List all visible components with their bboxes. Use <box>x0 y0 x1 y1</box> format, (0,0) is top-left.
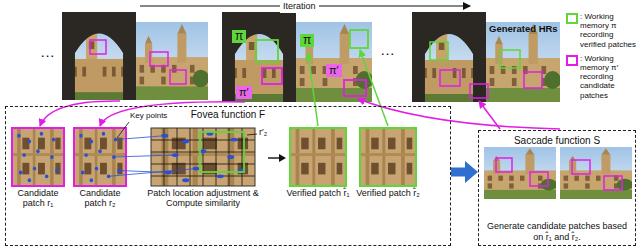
saccade-images <box>572 160 590 174</box>
grid-image <box>151 128 255 186</box>
annotation: r′₂ <box>259 128 267 138</box>
node-body: Generate candidate patches based on r̂₁ … <box>483 219 631 242</box>
matching-lines <box>116 136 165 140</box>
generated-hr-pair <box>486 22 561 102</box>
memory-tag: π′ <box>236 86 252 99</box>
axis-label: Iteration <box>280 0 319 13</box>
candidate-patch-image <box>12 128 64 186</box>
saccade-images <box>560 147 633 199</box>
photo-pair <box>262 68 282 84</box>
grid-image <box>151 128 255 186</box>
legend-swatch <box>566 13 578 24</box>
legend-text: : Working memory π recording verified pa… <box>580 12 638 49</box>
connector <box>268 154 286 162</box>
node-text: Candidate patch r₁ <box>8 188 68 209</box>
arrow-head <box>465 161 478 183</box>
generated-hr-pair <box>412 12 486 102</box>
memory-arrows <box>358 99 560 129</box>
photo-pair <box>256 40 278 62</box>
photo-pair <box>90 40 106 54</box>
leader-lines <box>247 134 257 135</box>
candidate-patch-image <box>12 128 64 186</box>
saccade-images <box>604 176 622 190</box>
photo-pair <box>62 12 136 100</box>
photo-pair <box>344 80 366 96</box>
verified-patch: Verified patch r̂₂ <box>356 126 420 198</box>
grid-image <box>200 132 244 172</box>
arrow-head <box>279 154 286 162</box>
saccade-images <box>530 172 548 186</box>
photo-pair <box>222 12 373 102</box>
memory-tag: π′ <box>326 64 342 77</box>
candidate-patch-image <box>17 132 59 182</box>
photo-pair <box>170 70 186 84</box>
node-text: Saccade function S <box>483 133 631 146</box>
leader-lines <box>117 122 257 138</box>
generated-hr-pair <box>524 72 542 88</box>
photo-pair <box>350 30 368 48</box>
saccade-images <box>484 147 557 199</box>
photo-pair <box>296 22 373 102</box>
verified-patch-image <box>360 128 416 186</box>
photo-pair <box>136 22 209 100</box>
node-text: Verified patch r̂₂ <box>356 188 420 198</box>
memory-arrows <box>40 50 560 129</box>
legend-row: : Working memory π′ recording candidate … <box>566 54 638 100</box>
photo-pair <box>222 12 296 102</box>
generated-hr-pair <box>430 42 448 60</box>
grid-image <box>151 128 255 186</box>
candidate-patch-image <box>12 128 64 186</box>
generated-hr-pair <box>470 84 488 98</box>
memory-tag: π <box>232 30 246 43</box>
verified-patch: Verified patch r̂₁ <box>286 126 350 198</box>
verified-patch-image <box>290 128 346 186</box>
memory-arrows <box>360 50 388 126</box>
saccade-images <box>484 147 633 199</box>
node-text: Patch location adjustment & Compute simi… <box>138 188 268 209</box>
connector-line <box>451 168 465 177</box>
candidate-patch: Candidate patch r₂ <box>70 126 130 209</box>
verified-patch-image <box>290 128 346 186</box>
candidate-patch: Candidate patch r₁ <box>8 126 68 209</box>
ellipsis: … <box>380 42 395 59</box>
legend: : Working memory π recording verified pa… <box>566 12 638 105</box>
node-text: Candidate patch r₂ <box>70 188 130 209</box>
annotation: Key points <box>130 112 167 121</box>
connector <box>451 161 478 183</box>
leader-lines <box>117 122 129 138</box>
generated-hr-pair <box>500 50 520 68</box>
verified-patch-image <box>290 128 346 186</box>
verified-patch-image <box>360 128 416 186</box>
legend-text: : Working memory π′ recording candidate … <box>580 54 638 100</box>
matching-lines <box>109 169 196 177</box>
grid-image <box>151 128 255 186</box>
legend-row: : Working memory π recording verified pa… <box>566 12 638 49</box>
memory-arrows <box>308 53 318 126</box>
ellipsis: … <box>40 44 55 61</box>
generated-hr-pair <box>440 70 460 86</box>
connector-line <box>268 157 279 158</box>
saccade-images <box>496 158 512 172</box>
output-label: Generated HRs <box>489 24 558 34</box>
fovea-group: Fovea function F Candidate patch r₁Candid… <box>5 106 451 246</box>
saccade-group: Saccade function S Generate candidate pat… <box>478 130 636 246</box>
memory-tag: π <box>300 34 314 47</box>
matching-lines <box>109 136 196 177</box>
legend-swatch <box>566 55 578 66</box>
node-text: Verified patch r̂₁ <box>286 188 350 198</box>
verified-patch-image <box>360 128 416 186</box>
photo-pair <box>150 52 168 66</box>
generated-hr-pair <box>412 12 561 102</box>
grid-image <box>161 132 244 182</box>
matching-lines <box>114 155 175 157</box>
node-text: Fovea function F <box>6 107 450 120</box>
memory-arrows <box>40 101 120 126</box>
similarity-step: Patch location adjustment & Compute simi… <box>138 126 268 209</box>
photo-pair <box>62 12 209 100</box>
